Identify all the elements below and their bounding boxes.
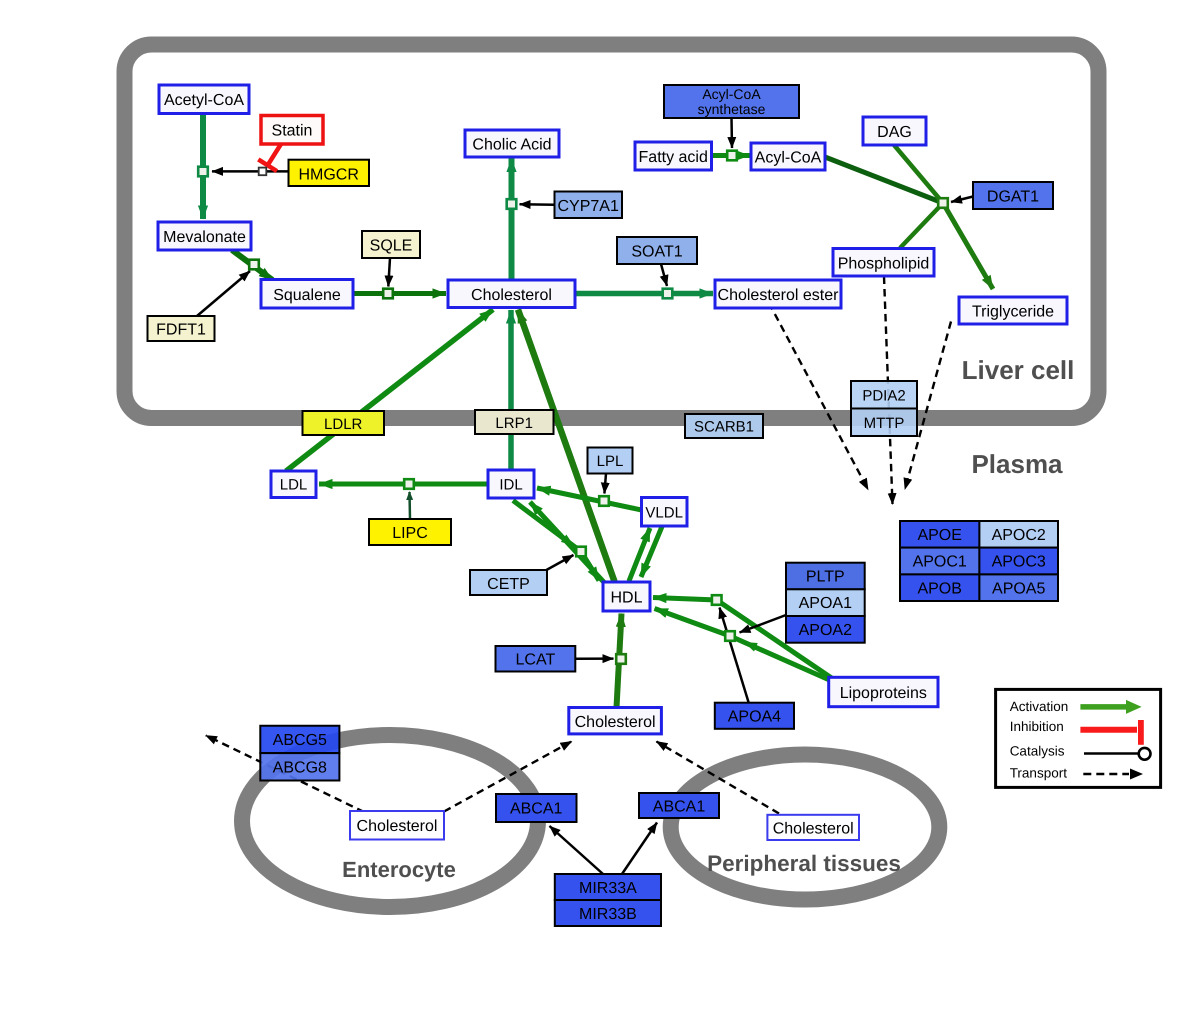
svg-text:Liver cell: Liver cell [962, 355, 1075, 385]
svg-text:HMGCR: HMGCR [298, 167, 358, 184]
svg-text:Acetyl-CoA: Acetyl-CoA [164, 92, 244, 109]
svg-text:Catalysis: Catalysis [1010, 744, 1065, 759]
svg-text:CYP7A1: CYP7A1 [558, 198, 619, 215]
svg-text:LDL: LDL [280, 477, 308, 494]
svg-text:ABCA1: ABCA1 [510, 801, 563, 818]
svg-text:Acyl-CoA: Acyl-CoA [702, 86, 761, 102]
svg-text:Fatty acid: Fatty acid [639, 149, 708, 166]
svg-text:Cholesterol: Cholesterol [471, 287, 552, 304]
svg-text:DAG: DAG [877, 124, 912, 141]
svg-text:APOC1: APOC1 [913, 554, 967, 571]
svg-text:Enterocyte: Enterocyte [342, 857, 456, 882]
svg-text:Lipoproteins: Lipoproteins [840, 685, 927, 702]
svg-text:ABCA1: ABCA1 [653, 799, 706, 816]
svg-text:SCARB1: SCARB1 [694, 419, 754, 436]
svg-text:Phospholipid: Phospholipid [838, 256, 930, 273]
svg-text:PDIA2: PDIA2 [862, 388, 905, 405]
svg-text:Triglyceride: Triglyceride [972, 304, 1054, 321]
svg-text:LDLR: LDLR [324, 416, 363, 433]
svg-text:APOC2: APOC2 [992, 527, 1046, 544]
svg-text:Cholesterol: Cholesterol [357, 818, 438, 835]
svg-text:MTTP: MTTP [864, 415, 905, 432]
svg-text:LIPC: LIPC [392, 525, 428, 542]
svg-text:APOB: APOB [917, 581, 961, 598]
svg-text:Mevalonate: Mevalonate [163, 229, 246, 246]
svg-text:Peripheral tissues: Peripheral tissues [707, 851, 901, 876]
svg-text:Inhibition: Inhibition [1010, 719, 1064, 734]
svg-text:LCAT: LCAT [516, 652, 556, 669]
svg-text:synthetase: synthetase [698, 101, 766, 117]
svg-text:APOA2: APOA2 [799, 622, 852, 639]
svg-text:SQLE: SQLE [370, 238, 413, 255]
svg-text:Cholesterol: Cholesterol [773, 821, 854, 838]
svg-text:Cholic Acid: Cholic Acid [472, 137, 551, 154]
svg-text:CETP: CETP [487, 576, 530, 593]
svg-text:LRP1: LRP1 [495, 415, 533, 432]
svg-text:MIR33A: MIR33A [579, 880, 637, 897]
svg-text:LPL: LPL [597, 453, 624, 470]
svg-text:Plasma: Plasma [971, 449, 1063, 479]
svg-text:PLTP: PLTP [806, 569, 845, 586]
svg-text:Acyl-CoA: Acyl-CoA [755, 150, 822, 167]
svg-text:Transport: Transport [1010, 766, 1068, 781]
svg-text:Cholesterol ester: Cholesterol ester [718, 287, 840, 304]
svg-text:SOAT1: SOAT1 [631, 244, 682, 261]
svg-text:APOA4: APOA4 [728, 709, 781, 726]
svg-text:HDL: HDL [610, 590, 642, 607]
svg-text:IDL: IDL [499, 477, 522, 494]
svg-text:APOE: APOE [917, 527, 961, 544]
svg-text:Statin: Statin [272, 123, 313, 140]
svg-text:APOC3: APOC3 [992, 554, 1046, 571]
svg-text:DGAT1: DGAT1 [987, 189, 1039, 206]
svg-text:Cholesterol: Cholesterol [575, 714, 656, 731]
svg-text:APOA5: APOA5 [992, 581, 1045, 598]
svg-text:ABCG5: ABCG5 [273, 732, 327, 749]
svg-text:Activation: Activation [1010, 699, 1069, 714]
svg-text:MIR33B: MIR33B [579, 906, 637, 923]
svg-text:APOA1: APOA1 [799, 595, 852, 612]
svg-text:Squalene: Squalene [273, 287, 341, 304]
svg-text:VLDL: VLDL [645, 505, 683, 522]
svg-text:FDFT1: FDFT1 [156, 322, 206, 339]
svg-text:ABCG8: ABCG8 [273, 760, 327, 777]
